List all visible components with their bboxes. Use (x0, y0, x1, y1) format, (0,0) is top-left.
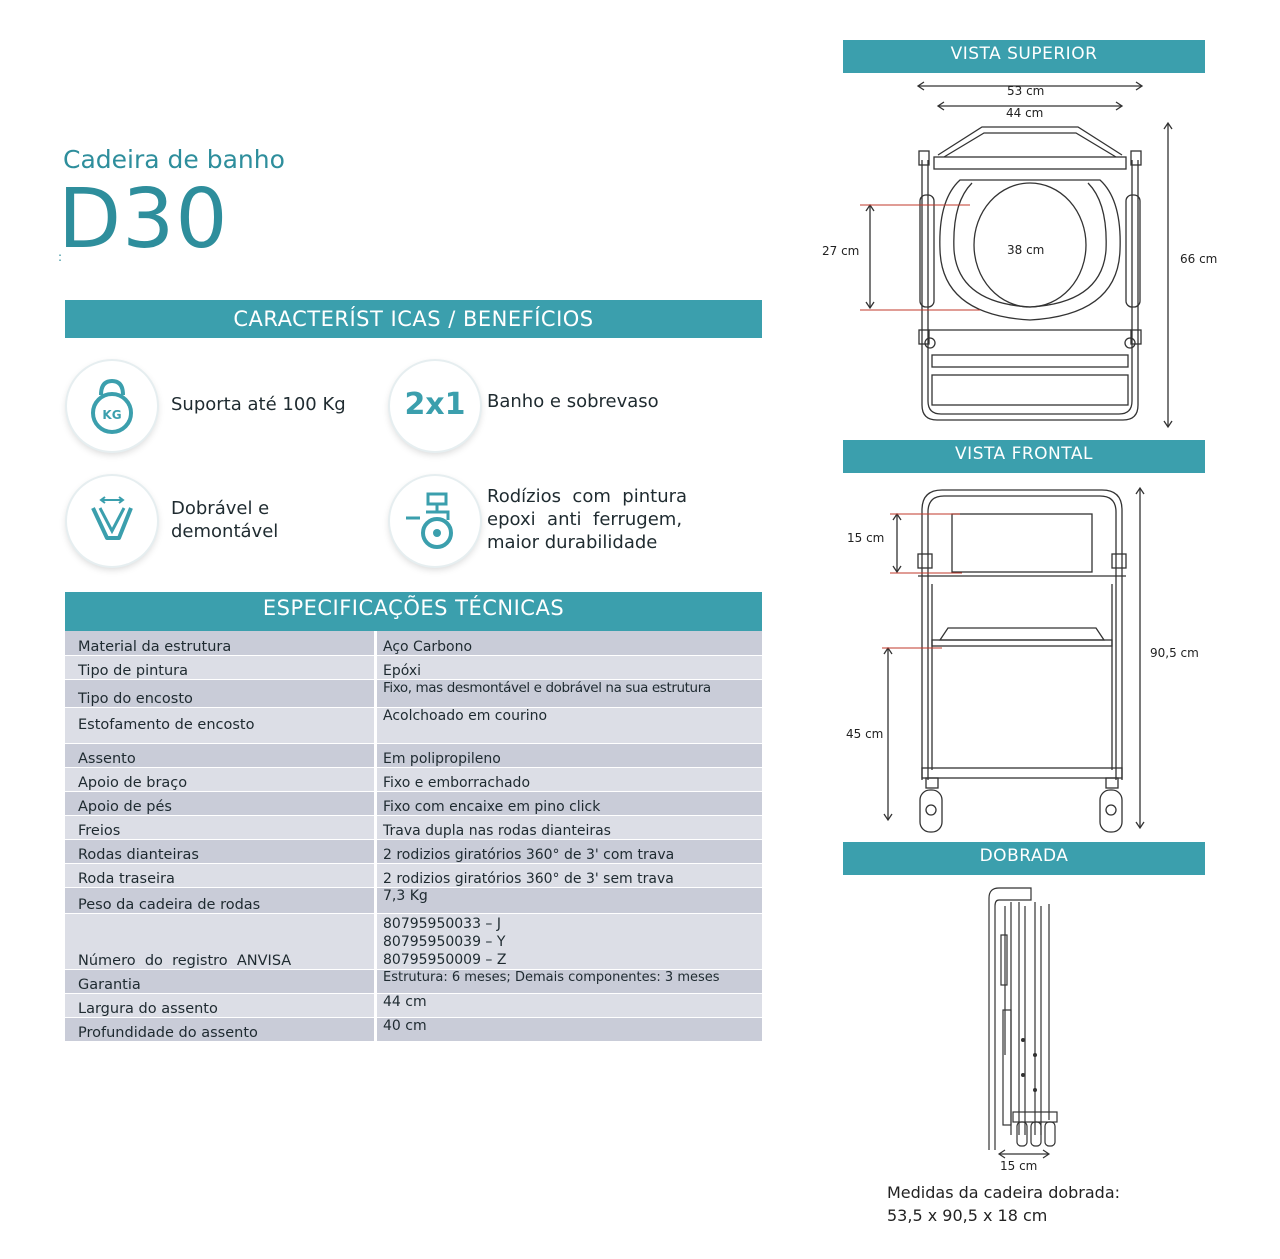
dim-label: 38 cm (1007, 243, 1045, 257)
spec-label: Largura do assento (65, 993, 377, 1018)
feature-label-line: Dobrável e (171, 498, 270, 519)
dim-label: 27 cm (822, 244, 860, 258)
top-view-drawing (860, 81, 1173, 429)
folded-caption-line: 53,5 x 90,5 x 18 cm (887, 1206, 1048, 1225)
features-section-title: CARACTERÍST ICAS / BENEFÍCIOS (65, 300, 762, 338)
kettlebell-label: KG (102, 408, 121, 422)
spec-value: Fixo e emborrachado (375, 767, 762, 792)
dim-label: 15 cm (1000, 1159, 1038, 1173)
spec-label: Garantia (65, 969, 377, 994)
spec-label: Profundidade do assento (65, 1017, 377, 1042)
product-model: D30 (58, 172, 229, 267)
spec-label: Estofamento de encosto (65, 707, 377, 744)
spec-value: Fixo, mas desmontável e dobrável na sua … (375, 679, 762, 708)
spec-value: 2 rodizios giratórios 360° de 3' sem tra… (375, 863, 762, 888)
spec-value: 2 rodizios giratórios 360° de 3' com tra… (375, 839, 762, 864)
spec-label: Peso da cadeira de rodas (65, 887, 377, 914)
front-view-drawing (882, 486, 1145, 833)
caster-wheel-icon (406, 492, 453, 549)
spec-label: Número do registro ANVISA (65, 913, 377, 970)
spec-value: 44 cm (375, 993, 762, 1018)
dim-label: 53 cm (1007, 84, 1045, 98)
feature-icon-circle: KG (67, 361, 157, 451)
front-view-title: VISTA FRONTAL (843, 440, 1205, 473)
decorative-mark: : (58, 250, 63, 264)
spec-value: 80795950033 – J 80795950039 – Y 80795950… (375, 913, 762, 970)
dim-label: 15 cm (847, 531, 885, 545)
spec-value: Estrutura: 6 meses; Demais componentes: … (375, 969, 762, 994)
spec-value: Epóxi (375, 655, 762, 680)
spec-value: Aço Carbono (375, 631, 762, 656)
feature-icon-circle (390, 476, 480, 566)
feature-icon-circle: 2x1 (390, 361, 480, 451)
spec-label: Assento (65, 743, 377, 768)
anvisa-number: 80795950039 – Y (383, 933, 506, 950)
feature-label-line: Rodízios com pintura (487, 486, 688, 507)
spec-label: Rodas dianteiras (65, 839, 377, 864)
folding-icon (91, 496, 133, 540)
spec-label: Tipo do encosto (65, 679, 377, 708)
spec-value: Em polipropileno (375, 743, 762, 768)
feature-icon-circle (67, 476, 157, 566)
dim-label: 44 cm (1006, 106, 1044, 120)
spec-label: Apoio de pés (65, 791, 377, 816)
spec-label: Freios (65, 815, 377, 840)
feature-label: Suporta até 100 Kg (171, 394, 346, 415)
spec-label: Material da estrutura (65, 631, 377, 656)
spec-value: 7,3 Kg (375, 887, 762, 914)
spec-label: Roda traseira (65, 863, 377, 888)
folded-view-drawing (988, 887, 1058, 1159)
feature-label-line: maior durabilidade (487, 532, 658, 553)
feature-label-line: demontável (171, 521, 279, 542)
folded-caption: Medidas da cadeira dobrada: 53,5 x 90,5 … (887, 1181, 1120, 1227)
anvisa-number: 80795950009 – Z (383, 951, 507, 968)
two-in-one-icon: 2x1 (404, 387, 466, 422)
anvisa-number: 80795950033 – J (383, 915, 502, 932)
feature-label-line: epoxi anti ferrugem, (487, 509, 683, 530)
specs-section-title: ESPECIFICAÇÕES TÉCNICAS (65, 592, 762, 631)
dim-label: 90,5 cm (1150, 646, 1199, 660)
dim-label: 45 cm (846, 727, 884, 741)
dim-label: 66 cm (1180, 252, 1218, 266)
folded-view-title: DOBRADA (843, 842, 1205, 875)
spec-value: Fixo com encaixe em pino click (375, 791, 762, 816)
folded-caption-line: Medidas da cadeira dobrada: (887, 1183, 1121, 1202)
spec-value: 40 cm (375, 1017, 762, 1042)
spec-value: Trava dupla nas rodas dianteiras (375, 815, 762, 840)
kettlebell-icon: KG (91, 378, 133, 434)
feature-label: Rodízios com pintura epoxi anti ferrugem… (487, 485, 717, 554)
spec-label: Tipo de pintura (65, 655, 377, 680)
product-subtitle: Cadeira de banho (63, 145, 285, 174)
table-row: Número do registro ANVISA 80795950033 – … (65, 913, 762, 970)
feature-label: Dobrável e demontável (171, 497, 278, 543)
spec-value: Acolchoado em courino (375, 707, 762, 744)
feature-label: Banho e sobrevaso (487, 391, 659, 412)
top-view-title: VISTA SUPERIOR (843, 40, 1205, 73)
spec-label: Apoio de braço (65, 767, 377, 792)
